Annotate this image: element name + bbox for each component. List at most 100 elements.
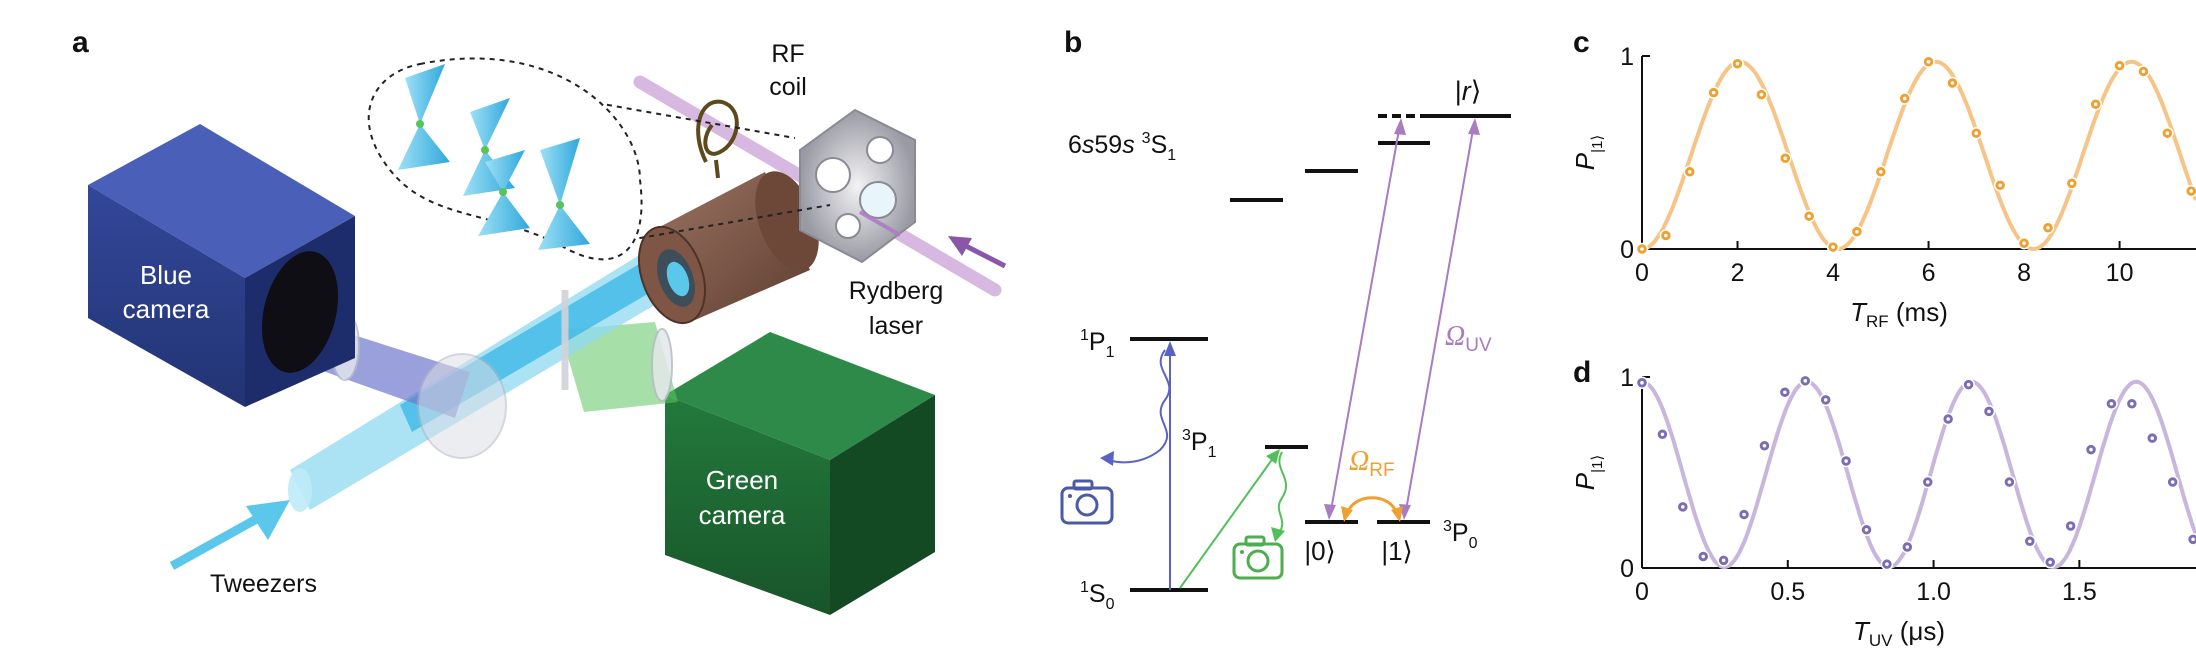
ket-0: |0⟩ xyxy=(1304,536,1335,566)
state-label-3P0: 3P0 xyxy=(1443,518,1478,552)
data-point-center xyxy=(2150,436,2155,440)
data-point-center xyxy=(1640,380,1644,385)
data-point-center xyxy=(1711,90,1716,95)
green-beam xyxy=(560,322,678,412)
data-point-center xyxy=(1885,562,1889,566)
green-camera-label-line2: camera xyxy=(699,500,786,530)
data-point-center xyxy=(1640,247,1644,251)
data-point-center xyxy=(1807,214,1811,218)
y-tick-label: 1 xyxy=(1620,43,1634,71)
data-point-center xyxy=(2109,401,2114,406)
fit-curve xyxy=(1641,59,2196,252)
data-point-center xyxy=(1926,59,1931,64)
transition-green-up xyxy=(1179,453,1277,589)
data-point-center xyxy=(1987,409,1991,414)
rf-coil: RF coil xyxy=(696,40,807,179)
data-point-center xyxy=(1660,432,1665,437)
data-point-center xyxy=(2170,480,2175,484)
green-camera: Green camera xyxy=(665,332,935,615)
arrow-rydberg xyxy=(948,236,1007,269)
data-point-center xyxy=(1701,554,1706,559)
y-tick-label: 0 xyxy=(1620,555,1634,583)
data-point-center xyxy=(1946,417,1950,421)
data-point-center xyxy=(2046,225,2050,230)
rydberg-laser-label-line1: Rydberg xyxy=(849,277,944,305)
data-point-center xyxy=(2022,241,2026,246)
data-point-center xyxy=(2141,69,2146,74)
data-point-center xyxy=(1721,558,1726,563)
data-point-center xyxy=(2117,63,2122,68)
fluorescence-blue-arrowhead xyxy=(1100,451,1114,466)
data-point-center xyxy=(1864,528,1869,532)
data-point-center xyxy=(1759,92,1764,97)
data-point-center xyxy=(2093,102,2098,107)
data-point-center xyxy=(1831,245,1835,249)
transition-green-arrowhead xyxy=(1266,449,1280,464)
x-tick-label: 0 xyxy=(1635,578,1649,606)
omega-uv-label: ΩUV xyxy=(1445,321,1492,356)
panel-letter-d: d xyxy=(1573,356,1591,389)
transition-uv-arrowhead-r xyxy=(1468,118,1480,135)
y-tick-label: 1 xyxy=(1620,364,1634,392)
transition-blue-arrowhead xyxy=(1164,341,1176,356)
x-tick-label: 0.5 xyxy=(1770,578,1805,606)
transition-uv-arrowhead-up xyxy=(1394,118,1406,135)
state-label-3P1: 3P1 xyxy=(1182,427,1217,461)
data-point-center xyxy=(1762,443,1767,448)
fit-curve xyxy=(1641,379,2196,569)
data-point-center xyxy=(1742,512,1746,517)
data-point-center xyxy=(2048,560,2053,565)
arrow-tweezers xyxy=(169,500,290,570)
data-point-center xyxy=(2007,480,2012,484)
x-tick-label: 1.5 xyxy=(2062,578,2097,606)
data-point-center xyxy=(1844,459,1848,463)
data-point-center xyxy=(2068,524,2073,528)
data-point-center xyxy=(2189,189,2194,193)
panel-letter-a: a xyxy=(72,26,89,59)
transition-uv-1-to-r xyxy=(1404,123,1475,517)
data-point-center xyxy=(1681,505,1685,509)
x-axis-label: TRF (ms) xyxy=(1850,297,1948,331)
x-tick-label: 2 xyxy=(1731,259,1745,287)
ket-r: |r⟩ xyxy=(1455,76,1482,106)
vacuum-cell xyxy=(799,108,916,264)
panel-a: a Green camera xyxy=(72,26,1007,615)
data-point-center xyxy=(1823,398,1828,402)
data-point-center xyxy=(2089,447,2093,452)
data-point-center xyxy=(1905,545,1910,549)
fluorescence-blue xyxy=(1107,349,1171,464)
rf-coil-label-line2: coil xyxy=(769,73,807,101)
transition-rf-arrowhead-right xyxy=(1391,506,1403,522)
rydberg-laser-label-line2: laser xyxy=(869,312,923,340)
y-axis-label: P|1⟩ xyxy=(1570,135,1606,170)
tweezer-array-inset xyxy=(367,57,831,261)
state-label-6s59s: 6s59s 3S1 xyxy=(1068,130,1176,164)
data-point-center xyxy=(1783,390,1787,395)
transition-rf-arrowhead-left xyxy=(1341,506,1353,522)
blue-camera: Blue camera xyxy=(88,124,355,407)
x-tick-label: 1.0 xyxy=(1916,578,1951,606)
panel-b: b 6s59s 3S1 |r⟩ 1P1 3P1 1S0 |0⟩ |1⟩ 3P0 xyxy=(1060,26,1511,613)
x-tick-label: 10 xyxy=(2106,259,2134,287)
data-point-center xyxy=(2130,401,2134,406)
data-point-center xyxy=(1878,170,1883,174)
data-point-center xyxy=(1664,233,1668,238)
data-point-center xyxy=(1855,229,1859,234)
data-point-center xyxy=(1735,61,1740,66)
fluorescence-green-arrowhead xyxy=(1271,527,1285,542)
fluorescence-green xyxy=(1277,451,1288,535)
omega-rf-label: ΩRF xyxy=(1349,446,1395,481)
transition-uv-0-to-3 xyxy=(1329,123,1401,517)
data-point-center xyxy=(1966,382,1971,387)
data-point-center xyxy=(2191,537,2195,542)
data-point-center xyxy=(1998,183,2002,188)
x-tick-label: 4 xyxy=(1826,259,1840,287)
panel-letter-b: b xyxy=(1064,26,1082,59)
transition-rf xyxy=(1345,496,1399,516)
tweezers-label: Tweezers xyxy=(210,570,317,598)
blue-camera-aperture xyxy=(261,251,339,373)
